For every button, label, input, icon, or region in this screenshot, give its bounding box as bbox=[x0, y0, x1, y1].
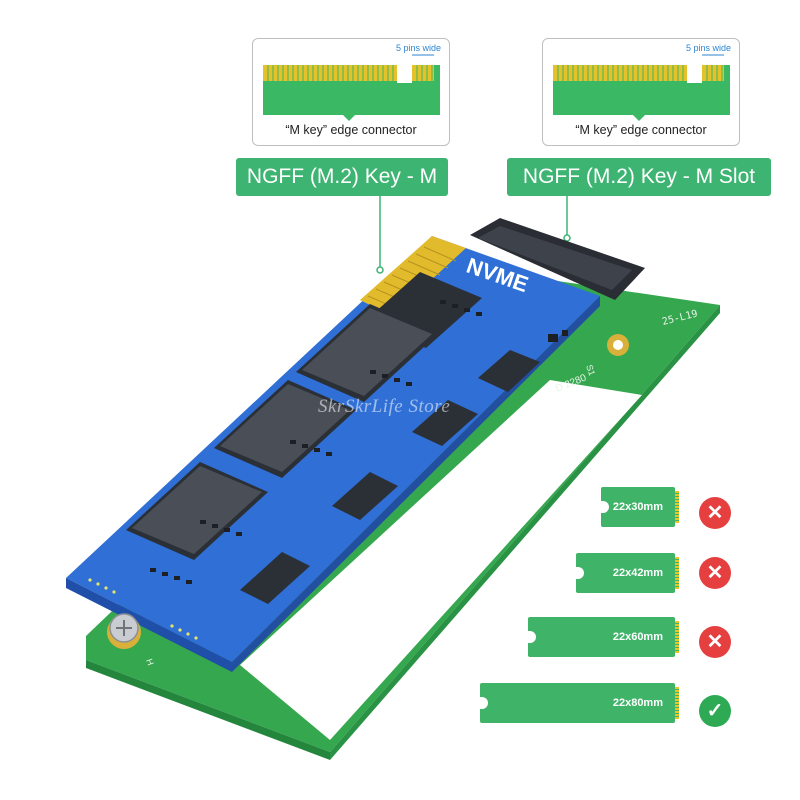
key-m-label: NGFF (M.2) Key - M bbox=[236, 158, 448, 196]
callout-caption: “M key” edge connector bbox=[285, 123, 417, 137]
chip bbox=[332, 472, 398, 520]
size-label: 22x42mm bbox=[612, 567, 663, 579]
size-label: 22x30mm bbox=[612, 501, 663, 513]
edge-connector-callout-right: 5 pins wide “M key” edge connector bbox=[542, 38, 740, 146]
size-label: 22x80mm bbox=[612, 697, 663, 709]
adapter-cutout bbox=[240, 380, 642, 740]
chip bbox=[478, 350, 540, 392]
adapter-h: H bbox=[144, 657, 156, 667]
store-watermark: SkrSkrLife Store bbox=[318, 396, 451, 417]
x-icon: ✕ bbox=[699, 626, 731, 658]
edge-connector-diagram bbox=[263, 54, 440, 121]
callout-caption: “M key” edge connector bbox=[575, 123, 707, 137]
x-icon: ✕ bbox=[699, 497, 731, 529]
size-card-42mm: 22x42mm bbox=[575, 553, 679, 593]
nvme-card bbox=[66, 236, 600, 662]
size-card-30mm: 22x30mm bbox=[600, 487, 679, 527]
edge-connector-callout-left: 5 pins wide “M key” edge connector bbox=[252, 38, 450, 146]
key-m-slot-label: NGFF (M.2) Key - M Slot bbox=[507, 158, 771, 196]
pins-wide-note: 5 pins wide bbox=[685, 43, 731, 53]
adapter-s1: S1 bbox=[584, 363, 597, 377]
check-icon: ✓ bbox=[699, 695, 731, 727]
pins-wide-note: 5 pins wide bbox=[395, 43, 441, 53]
size-card-80mm: 22x80mm bbox=[479, 683, 679, 723]
size-label: 22x60mm bbox=[612, 631, 663, 643]
size-card-60mm: 22x60mm bbox=[527, 617, 679, 657]
gold-edge-fingers bbox=[360, 236, 466, 316]
x-icon: ✕ bbox=[699, 557, 731, 589]
edge-connector-diagram bbox=[553, 54, 730, 121]
chip bbox=[412, 400, 478, 446]
chip bbox=[240, 552, 310, 604]
